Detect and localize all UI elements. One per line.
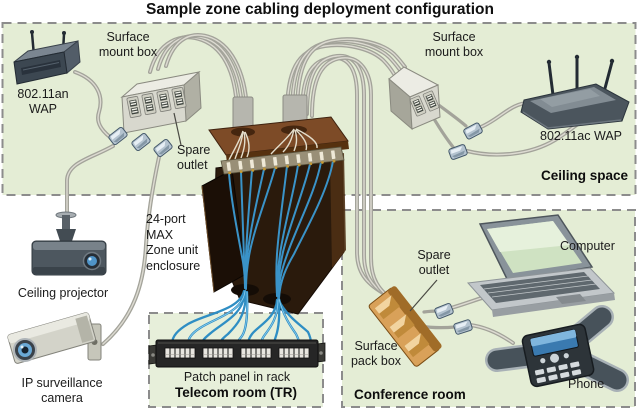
spare-outlet-ceiling-label: Spare outlet (177, 143, 211, 172)
spare-outlet-conference-pointer-line (409, 279, 438, 312)
zone-enclosure-label: 24-port MAX Zone unit enclosure (146, 212, 201, 273)
wap-an-device (13, 30, 81, 85)
spare-outlet-ceiling-pointer-line (173, 112, 182, 146)
wap-ac-label: 802.11ac WAP (540, 129, 622, 143)
telecom-room-label: Telecom room (TR) (174, 385, 297, 400)
spare-outlet-conference-label: Spare outlet (417, 248, 451, 277)
diagram-title: Sample zone cabling deployment configura… (146, 1, 494, 18)
surface-mount-box-left-label: Surface mount box (98, 30, 158, 59)
surface-mount-box-left-device (120, 70, 202, 134)
patch-panel-label: Patch panel in rack (183, 370, 291, 384)
wap-an-label: 802.11an WAP (17, 87, 69, 116)
conference-room-label: Conference room (354, 387, 466, 402)
computer-label: Computer (560, 239, 615, 253)
surface-pack-box-label: Surface pack box (350, 339, 402, 368)
ceiling-projector-device (31, 211, 107, 276)
ceiling-space-label: Ceiling space (540, 168, 628, 183)
wap-ac-device (520, 54, 630, 130)
ceiling-projector-label: Ceiling projector (17, 286, 109, 300)
ip-camera-device (7, 312, 102, 364)
leader-lines (173, 112, 438, 312)
cable-bundle-right (285, 37, 407, 116)
zone-enclosure-device (201, 94, 349, 315)
patch-panel-device (148, 339, 326, 368)
phone-device (485, 305, 629, 392)
surface-pack-box-device (368, 286, 442, 367)
surface-mount-box-right-label: Surface mount box (424, 30, 484, 59)
cable-bundle-left (148, 33, 249, 118)
phone-label: Phone (568, 377, 605, 391)
surface-mount-box-right-device (388, 66, 441, 131)
cable-bundle-conference (300, 53, 397, 303)
computer-device (466, 214, 616, 317)
ip-camera-label: IP surveillance camera (21, 376, 103, 405)
